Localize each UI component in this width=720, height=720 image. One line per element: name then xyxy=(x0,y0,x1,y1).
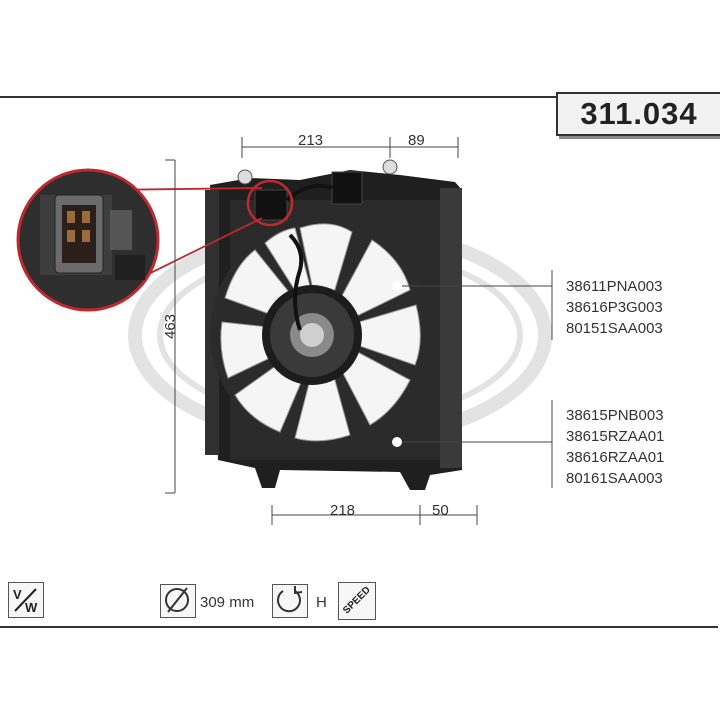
speed-icon: SPEED xyxy=(338,582,376,620)
dimension-bottom-left: 218 xyxy=(330,502,356,519)
reference-dots xyxy=(392,281,402,447)
reference-number: 38616P3G003 xyxy=(566,299,663,316)
reference-number: 80151SAA003 xyxy=(566,320,663,337)
svg-text:W: W xyxy=(25,600,38,615)
fan-wheel xyxy=(210,221,434,445)
reference-number: 38611PNA003 xyxy=(566,278,663,295)
dimension-height: 463 xyxy=(162,313,180,340)
dimension-top-left: 213 xyxy=(298,132,324,149)
wiring-connector xyxy=(254,171,363,221)
svg-text:V: V xyxy=(13,587,22,602)
diameter-icon xyxy=(160,584,196,618)
reference-group-2: 38615PNB003 38615RZAA01 38616RZAA01 8016… xyxy=(566,405,664,489)
speed-label: SPEED xyxy=(341,584,373,617)
dimension-top-right: 89 xyxy=(408,132,425,149)
part-number-label: 311.034 xyxy=(556,92,720,136)
vw-icon: V W xyxy=(8,582,44,618)
reference-group-1: 38611PNA003 38616P3G003 80151SAA003 xyxy=(566,276,663,339)
reference-number: 38615RZAA01 xyxy=(566,428,665,445)
reference-number: 38616RZAA01 xyxy=(566,449,665,466)
drawing-frame xyxy=(0,96,718,628)
connector-callout xyxy=(16,168,294,312)
reference-number: 80161SAA003 xyxy=(566,470,663,487)
rotation-direction: H xyxy=(316,594,327,611)
reference-number: 38615PNB003 xyxy=(566,407,664,424)
fan-diameter: 309 mm xyxy=(200,594,255,611)
dimension-lines xyxy=(165,137,553,525)
rotation-icon xyxy=(272,584,308,618)
dimension-bottom-right: 50 xyxy=(432,502,449,519)
